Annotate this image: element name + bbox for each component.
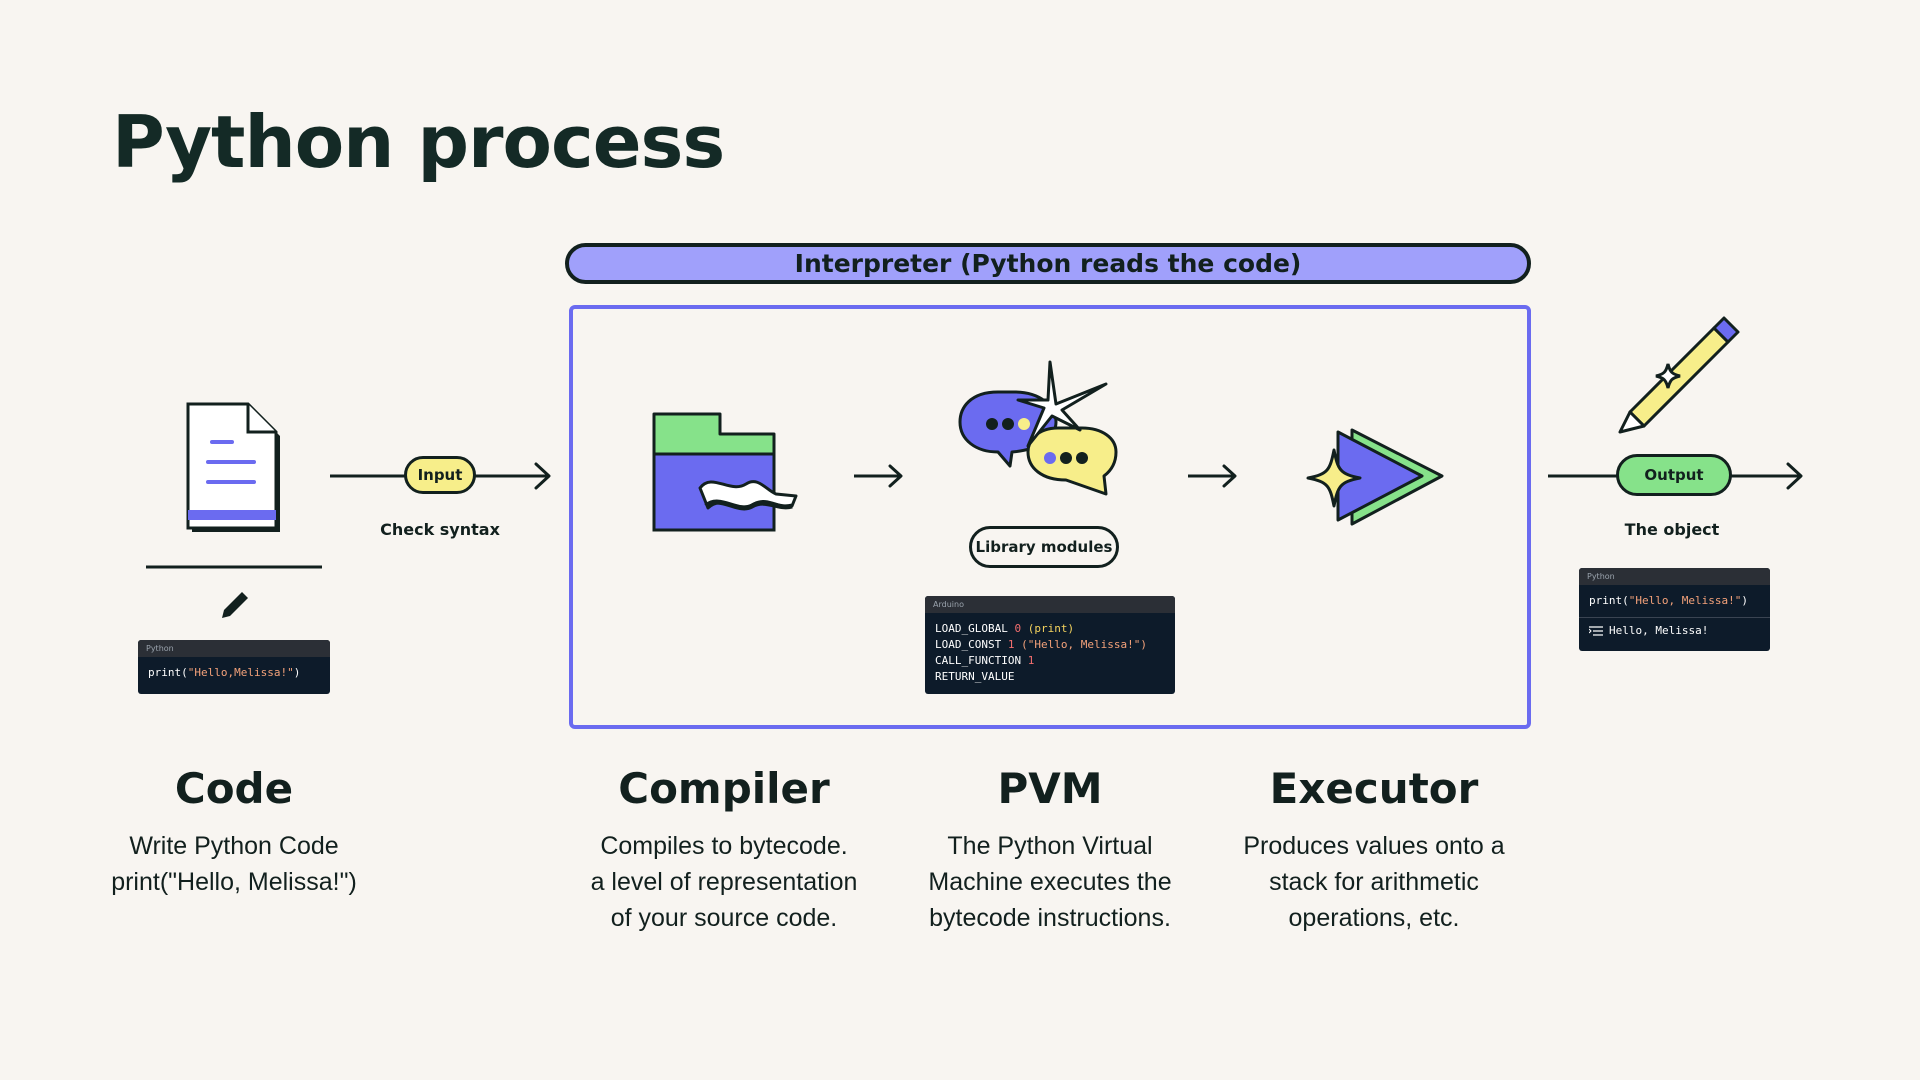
- stage-title-code: Code: [174, 764, 294, 813]
- output-fn: print(: [1589, 594, 1629, 607]
- stage-desc-pvm: The Python Virtual Machine executes the …: [928, 832, 1172, 932]
- interpreter-box: [569, 305, 1531, 729]
- stage-title-pvm: PVM: [997, 764, 1103, 813]
- pencil-icon: [222, 592, 248, 618]
- output-snippet: Python print("Hello, Melissa!") Hello, M…: [1579, 568, 1770, 651]
- code-snippet: Python print("Hello,Melissa!"): [138, 640, 330, 694]
- bytecode-line: LOAD_CONST 1 ("Hello, Melissa!"): [935, 637, 1165, 653]
- terminal-icon: [1589, 625, 1603, 636]
- output-lang: Python: [1579, 568, 1770, 585]
- bytecode-line: RETURN_VALUE: [935, 669, 1165, 685]
- interpreter-banner: Interpreter (Python reads the code): [565, 243, 1531, 284]
- library-modules-pill: Library modules: [969, 526, 1119, 568]
- the-object-label: The object: [1624, 520, 1720, 539]
- stage-desc-code: Write Python Code print("Hello, Melissa!…: [111, 832, 357, 896]
- divider-line: [146, 565, 322, 569]
- bytecode-num: 1: [1021, 654, 1035, 667]
- bytecode-op: CALL_FUNCTION: [935, 654, 1022, 667]
- pen-icon: [1618, 316, 1740, 434]
- output-string: "Hello, Melissa!": [1628, 594, 1742, 607]
- bytecode-op: LOAD_GLOBAL: [935, 622, 1008, 635]
- stage-desc-compiler: Compiles to bytecode. a level of represe…: [590, 832, 858, 932]
- bytecode-line: CALL_FUNCTION 1: [935, 653, 1165, 669]
- bytecode-num: 1: [1001, 638, 1015, 651]
- bytecode-arg: (print): [1021, 622, 1075, 635]
- arrow-to-executor: [1188, 464, 1237, 488]
- play-arrow-icon: [1306, 428, 1444, 526]
- chat-bubbles-icon: [958, 360, 1118, 496]
- bytecode-arg: ("Hello, Melissa!"): [1014, 638, 1147, 651]
- page-title: Python process: [112, 100, 725, 184]
- code-close: ): [293, 666, 301, 679]
- bytecode-snippet: Arduino LOAD_GLOBAL 0 (print)LOAD_CONST …: [925, 596, 1175, 694]
- stage-title-executor: Executor: [1269, 764, 1479, 813]
- document-icon: [186, 402, 280, 532]
- bytecode-line: LOAD_GLOBAL 0 (print): [935, 621, 1165, 637]
- output-pill: Output: [1616, 454, 1732, 496]
- output-close: ): [1741, 594, 1748, 607]
- code-lang: Python: [138, 640, 330, 657]
- bytecode-op: LOAD_CONST: [935, 638, 1002, 651]
- input-pill: Input: [404, 456, 476, 494]
- code-string: "Hello,Melissa!": [187, 666, 294, 679]
- sparkle-icon: [1306, 448, 1362, 508]
- bytecode-num: 0: [1007, 622, 1022, 635]
- stage-desc-executor: Produces values onto a stack for arithme…: [1243, 832, 1505, 932]
- code-fn: print(: [148, 666, 188, 679]
- bytecode-op: RETURN_VALUE: [935, 670, 1015, 683]
- output-result: Hello, Melissa!: [1609, 624, 1709, 637]
- bytecode-lang: Arduino: [925, 596, 1175, 613]
- folder-icon: [652, 412, 798, 532]
- arrow-to-pvm: [854, 464, 903, 488]
- stage-title-compiler: Compiler: [618, 764, 830, 813]
- check-syntax-label: Check syntax: [380, 520, 500, 539]
